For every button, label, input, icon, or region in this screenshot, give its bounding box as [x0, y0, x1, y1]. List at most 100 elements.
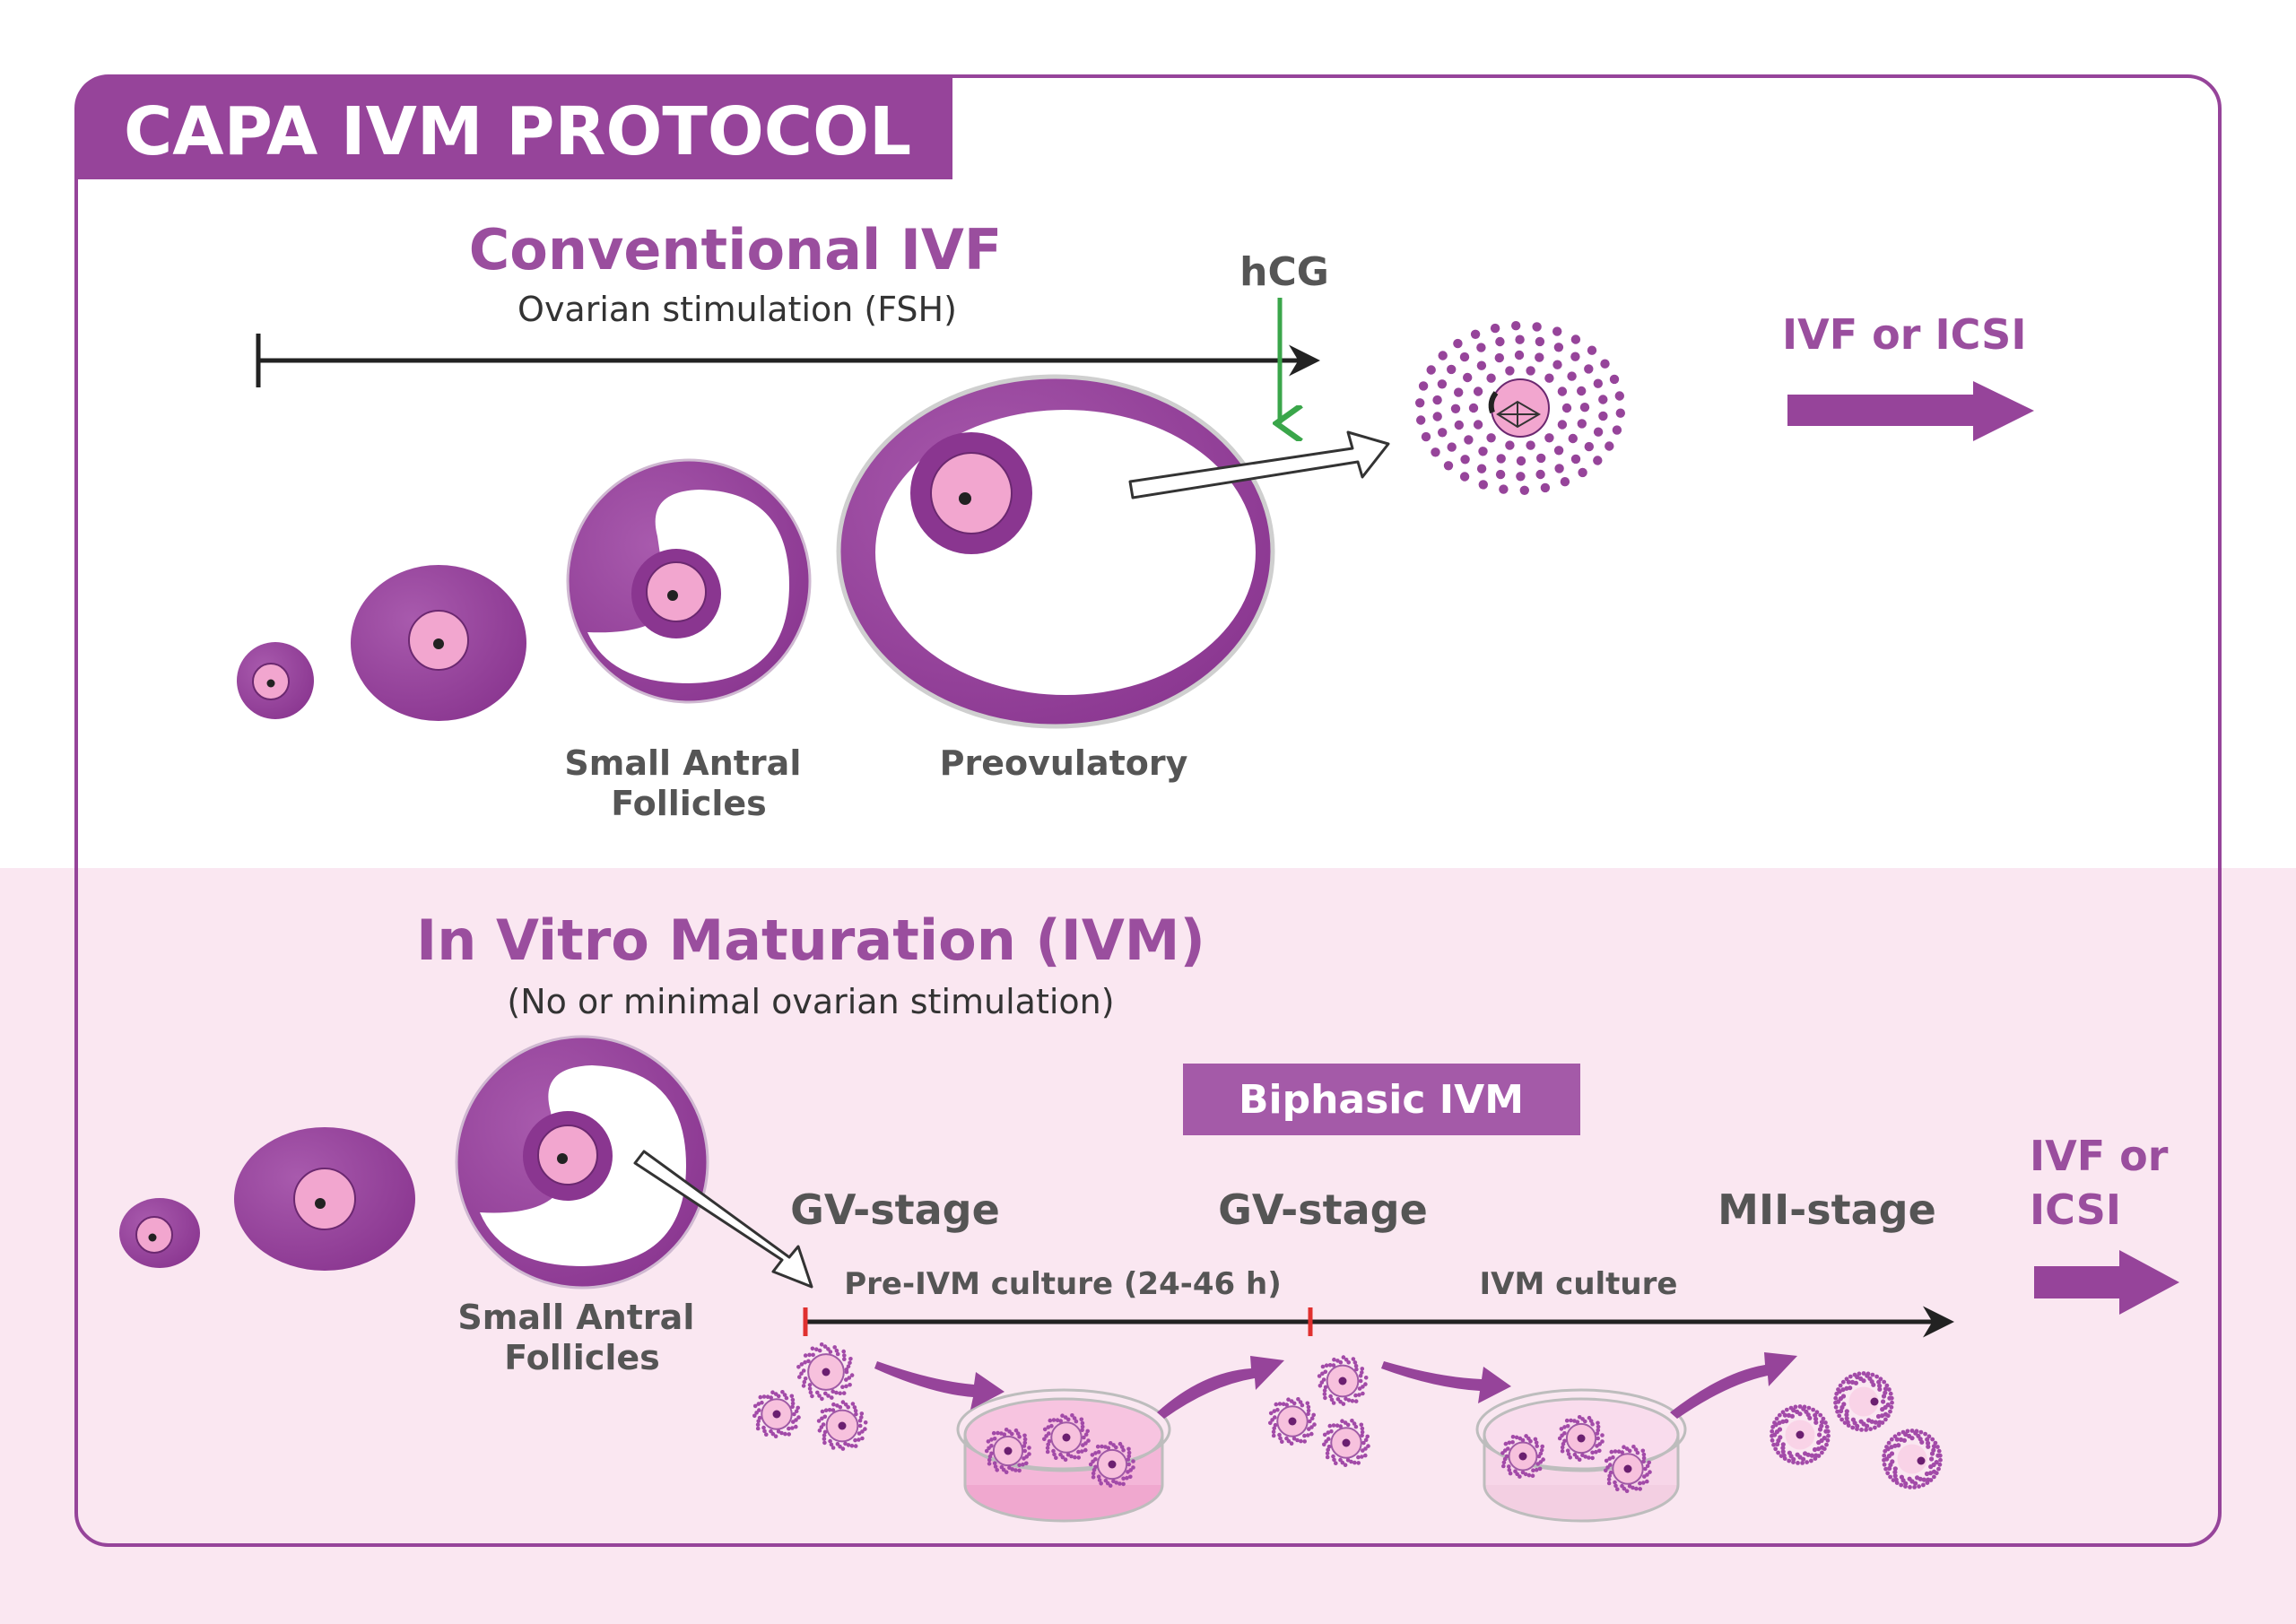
cumulus-cell — [1568, 433, 1578, 444]
cumulus-cell — [1535, 469, 1545, 480]
cumulus-cell — [1490, 323, 1500, 334]
cumulus-cell — [1473, 386, 1483, 396]
cumulus-cell — [1495, 469, 1506, 480]
oocyte-icon — [1500, 1434, 1545, 1479]
curved-arrow-icon — [1157, 1356, 1284, 1419]
cumulus-cell — [1554, 464, 1564, 473]
cumulus-cell — [1494, 352, 1505, 363]
cumulus-cell — [1438, 351, 1448, 360]
cumulus-cell — [1447, 364, 1457, 375]
oocyte-icon — [1882, 1429, 1943, 1489]
cumulus-cell — [1486, 433, 1496, 443]
diagram-frame — [74, 74, 2222, 1547]
cumulus-cell — [1535, 336, 1545, 347]
curved-arrow-icon — [1670, 1352, 1797, 1419]
cumulus-cell — [1593, 456, 1603, 465]
cumulus-cell — [1437, 379, 1448, 389]
cumulus-cell — [1614, 391, 1625, 401]
cumulus-cell — [1514, 350, 1525, 360]
cumulus-cell — [1526, 440, 1535, 450]
cumulus-cell — [1570, 352, 1580, 361]
cumulus-cell — [1612, 425, 1622, 435]
small-antral-label-1: Small Antral Follicles — [564, 743, 813, 823]
ivm-title: In Vitro Maturation (IVM) — [416, 908, 1205, 973]
preovulatory-label: Preovulatory — [940, 743, 1188, 783]
hollow-arrow-icon — [1128, 430, 1390, 499]
cumulus-cell — [1577, 386, 1587, 396]
cumulus-cell — [1567, 371, 1577, 381]
cumulus-cell — [1516, 472, 1526, 482]
ivm-outcome-line-1: IVF or — [2030, 1132, 2169, 1180]
cumulus-cell — [1561, 403, 1572, 413]
cumulus-cell — [1460, 455, 1470, 465]
cumulus-cell — [1454, 387, 1464, 397]
cumulus-cell — [1560, 477, 1570, 487]
small-antral-label-2: Small Antral Follicles — [457, 1298, 706, 1377]
cumulus-cell — [1431, 447, 1440, 457]
cumulus-cell — [1535, 352, 1544, 362]
cumulus-cell — [1598, 395, 1608, 404]
title-banner — [76, 76, 952, 179]
oocyte-icon — [1088, 1441, 1135, 1488]
pre-ivm-culture-label: Pre-IVM culture (24-46 h) — [844, 1266, 1282, 1302]
page-title: CAPA IVM PROTOCOL — [124, 93, 911, 170]
cumulus-cell — [1453, 338, 1463, 349]
cumulus-cell — [1470, 329, 1481, 339]
cumulus-cell — [1570, 334, 1581, 344]
curved-arrow-icon — [874, 1361, 1004, 1410]
oocyte-icon — [1317, 1355, 1369, 1406]
oocyte-icon — [1770, 1404, 1831, 1465]
cumulus-cell — [1557, 386, 1568, 396]
outcome-arrow-bottom — [2034, 1250, 2179, 1315]
oocyte-icon — [796, 1342, 855, 1402]
cumulus-cell — [1544, 433, 1554, 443]
cumulus-cell — [1459, 352, 1470, 362]
cumulus-cell — [1478, 480, 1489, 490]
cumulus-cell — [1438, 428, 1448, 438]
cumulus-cell — [1615, 408, 1626, 418]
cumulus-cell — [1526, 366, 1535, 376]
hollow-arrow-icon — [633, 1150, 813, 1289]
cumulus-cell — [1499, 484, 1509, 494]
cumulus-cell — [1552, 326, 1562, 336]
cumulus-cell — [1519, 485, 1530, 495]
cumulus-cell — [1459, 472, 1470, 482]
cumulus-cell — [1443, 461, 1454, 471]
cumulus-cell — [1468, 403, 1479, 413]
small-antral-line-1: Small Antral — [457, 1298, 694, 1337]
cumulus-cell — [1432, 412, 1442, 421]
cumulus-cell — [1584, 364, 1594, 374]
ivm-outcome-line-2: ICSI — [2030, 1185, 2121, 1234]
cumulus-cell — [1454, 420, 1465, 430]
oocyte-group — [752, 1342, 1943, 1493]
cumulus-cell — [1553, 446, 1564, 456]
ivm-outcome: IVF or ICSI — [2030, 1132, 2182, 1234]
cumulus-cell — [1476, 343, 1486, 352]
cumulus-cell — [1416, 415, 1426, 425]
hcg-label: hCG — [1239, 249, 1329, 295]
cumulus-cell — [1536, 453, 1546, 464]
cumulus-cell — [1418, 381, 1429, 391]
outcome-arrow-top — [1787, 381, 2034, 441]
cumulus-cell — [1605, 441, 1614, 451]
oocyte-icon — [1415, 321, 1626, 495]
cumulus-cell — [1473, 420, 1483, 430]
cumulus-cell — [1515, 334, 1525, 344]
cumulus-cell — [1486, 373, 1496, 383]
cumulus-cell — [1593, 427, 1604, 437]
cumulus-cell — [1579, 403, 1590, 413]
cumulus-cell — [1593, 378, 1604, 388]
small-antral-line-1: Small Antral — [564, 743, 801, 783]
ivm-subtitle: (No or minimal ovarian stimulation) — [507, 982, 1114, 1021]
conventional-title: Conventional IVF — [469, 217, 1003, 282]
cumulus-cell — [1552, 360, 1562, 369]
ivm-culture-label: IVM culture — [1480, 1266, 1678, 1302]
follicle-icon — [237, 642, 314, 719]
conventional-outcome: IVF or ICSI — [1782, 310, 2026, 359]
oocyte-icon — [1268, 1397, 1317, 1446]
cumulus-cell — [1557, 420, 1568, 430]
cumulus-cell — [1578, 467, 1587, 478]
oocyte-icon — [1833, 1371, 1894, 1432]
stage-label-gv-1: GV-stage — [790, 1185, 1000, 1234]
